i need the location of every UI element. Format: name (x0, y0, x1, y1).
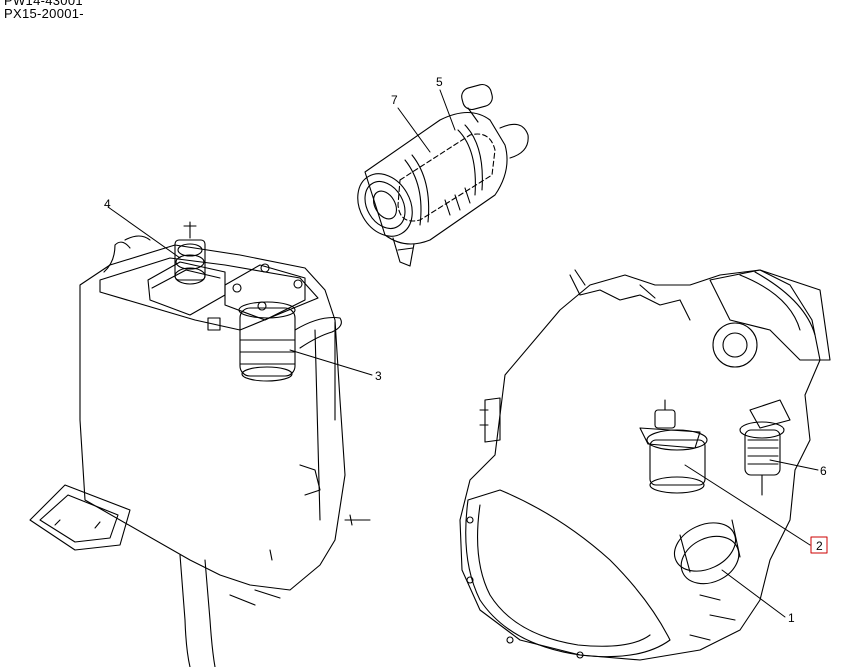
callout-2-highlight-box[interactable] (810, 536, 828, 554)
callout-4: 4 (104, 197, 111, 211)
serial-range-line-2: PX15-20001- (4, 6, 84, 21)
callout-6: 6 (820, 464, 827, 478)
leader-lines (107, 89, 819, 618)
callout-labels: 4 7 5 3 6 2 1 (104, 75, 827, 625)
callout-2[interactable]: 2 (816, 539, 823, 553)
air-cleaner-assembly (357, 83, 529, 267)
serial-range-line-1: PW14-43001 (4, 0, 83, 8)
engine-assembly (459, 269, 831, 661)
callout-1: 1 (788, 611, 795, 625)
callout-5: 5 (436, 75, 443, 89)
callout-3: 3 (375, 369, 382, 383)
callout-7: 7 (391, 93, 398, 107)
fuel-tank-assembly (29, 221, 371, 667)
